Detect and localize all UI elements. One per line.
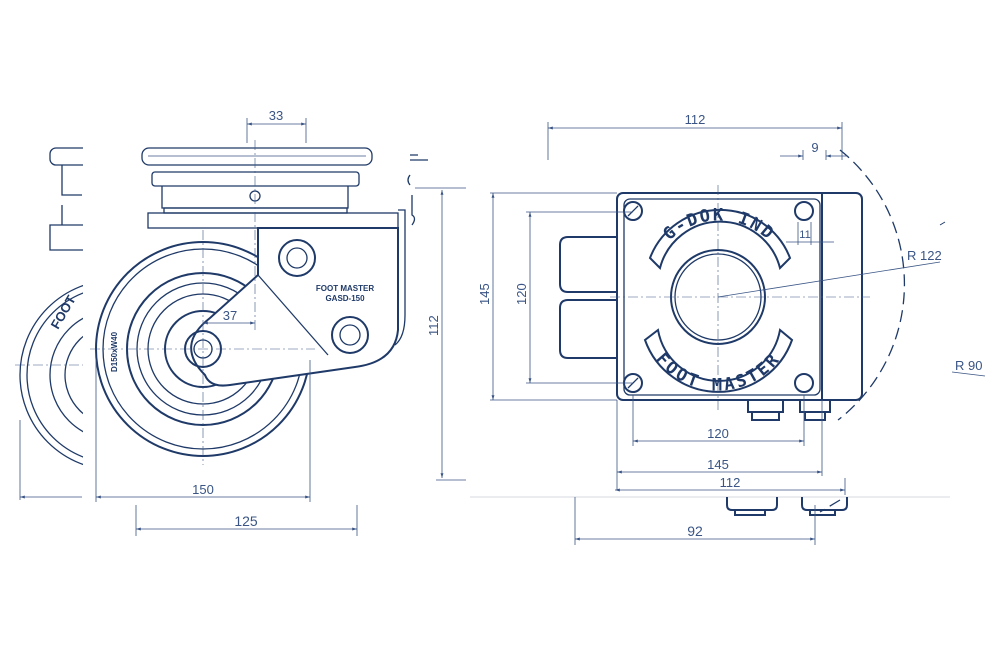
dim-125: 125 [234, 513, 258, 529]
dim-120-vertical: 120 [514, 283, 529, 305]
partial-wheel-label: FOOT [48, 293, 79, 332]
dim-112-height: 112 [426, 315, 441, 336]
dim-33: 33 [269, 108, 283, 123]
screw-icon [794, 201, 814, 221]
bracket-label-1: FOOT MASTER [316, 284, 374, 293]
dim-37: 37 [223, 308, 237, 323]
dim-9: 9 [811, 140, 818, 155]
side-dimensions: 33 37 150 125 112 [95, 108, 466, 536]
wheel-label: D150xW40 [110, 331, 119, 372]
dim-112-bottom: 112 [720, 475, 741, 490]
dim-145-vertical: 145 [477, 283, 492, 305]
screw-icon [794, 373, 814, 393]
screw-icon [623, 201, 643, 221]
bolt-top [278, 239, 316, 277]
bolt-bottom [331, 316, 369, 354]
dim-120-horizontal: 120 [707, 426, 729, 441]
dim-r122: R 122 [907, 248, 942, 263]
dim-150: 150 [192, 482, 214, 497]
cable-glands-left [559, 236, 618, 359]
arc-text-top: G-DOK IND [660, 205, 779, 244]
dim-11: 11 [799, 229, 810, 241]
dim-145-horizontal: 145 [707, 457, 729, 472]
caster-side-view: FOOT MASTER GASD-150 D150xW40 [90, 140, 428, 465]
dim-r90: R 90 [955, 358, 982, 373]
bracket-label-2: GASD-150 [325, 294, 365, 303]
dim-92: 92 [687, 523, 703, 539]
dim-112-top: 112 [685, 112, 706, 127]
top-dimensions: 112 9 145 120 11 R 122 R 90 120 145 112 … [477, 112, 986, 545]
